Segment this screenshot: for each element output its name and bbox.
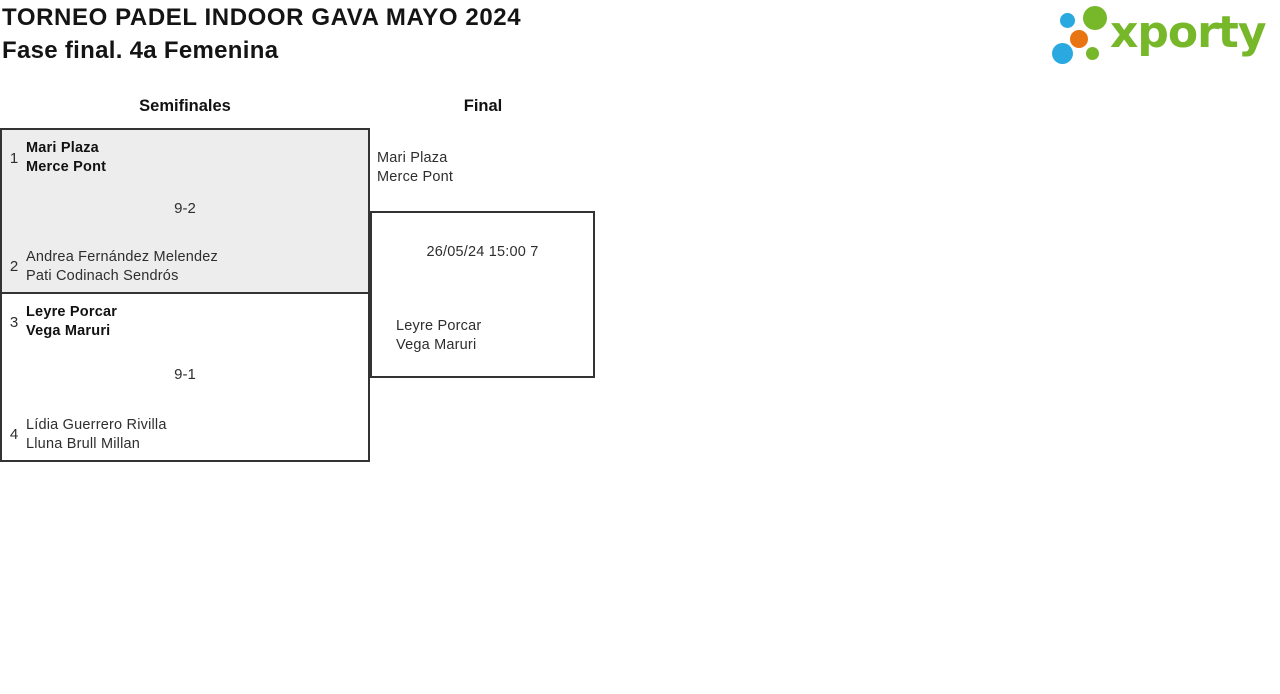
player-name: Merce Pont <box>26 159 107 175</box>
player-name: Pati Codinach Sendrós <box>26 268 179 284</box>
player-name: Lluna Brull Millan <box>26 436 141 452</box>
match-score: 9-1 <box>174 366 196 383</box>
final-team-bottom: Leyre Porcar Vega Maruri <box>396 317 481 355</box>
seed-number: 3 <box>9 314 19 331</box>
logo-dot-green-small-icon <box>1086 47 1099 60</box>
seed-number: 4 <box>9 426 19 443</box>
page-subtitle: Fase final. 4a Femenina <box>2 37 279 64</box>
team-names: Mari Plaza Merce Pont <box>26 139 106 177</box>
final-match[interactable]: 26/05/24 15:00 7 Leyre Porcar Vega Marur… <box>370 211 595 378</box>
round-header-final: Final <box>463 97 503 115</box>
player-name: Mari Plaza <box>377 150 448 166</box>
semifinal-match-2[interactable]: 3 Leyre Porcar Vega Maruri 9-1 4 Lídia G… <box>0 292 370 462</box>
logo-dot-orange-icon <box>1070 30 1088 48</box>
page-title: TORNEO PADEL INDOOR GAVA MAYO 2024 <box>2 4 522 31</box>
player-name: Lídia Guerrero Rivilla <box>26 417 167 433</box>
semifinal-match-1[interactable]: 1 Mari Plaza Merce Pont 9-2 2 Andrea Fer… <box>0 128 370 294</box>
player-name: Vega Maruri <box>26 323 111 339</box>
seed-number: 2 <box>9 258 19 275</box>
final-team-top: Mari Plaza Merce Pont <box>377 149 453 187</box>
player-name: Andrea Fernández Melendez <box>26 249 219 265</box>
round-header-semifinales: Semifinales <box>139 97 231 115</box>
seed-number: 1 <box>9 150 19 167</box>
team-names: Leyre Porcar Vega Maruri <box>26 303 117 341</box>
logo-dot-green-large-icon <box>1083 6 1107 30</box>
player-name: Mari Plaza <box>26 140 99 156</box>
logo-wordmark: xporty <box>1110 7 1267 58</box>
player-name: Leyre Porcar <box>26 304 118 320</box>
match-schedule: 26/05/24 15:00 7 <box>426 244 539 260</box>
team-names: Lídia Guerrero Rivilla Lluna Brull Milla… <box>26 416 167 454</box>
player-name: Vega Maruri <box>396 337 477 353</box>
logo-dot-blue-large-icon <box>1052 43 1073 64</box>
team-names: Andrea Fernández Melendez Pati Codinach … <box>26 248 218 286</box>
match-score: 9-2 <box>174 200 196 217</box>
player-name: Merce Pont <box>377 169 454 185</box>
logo-dot-blue-small-icon <box>1060 13 1075 28</box>
player-name: Leyre Porcar <box>396 318 482 334</box>
